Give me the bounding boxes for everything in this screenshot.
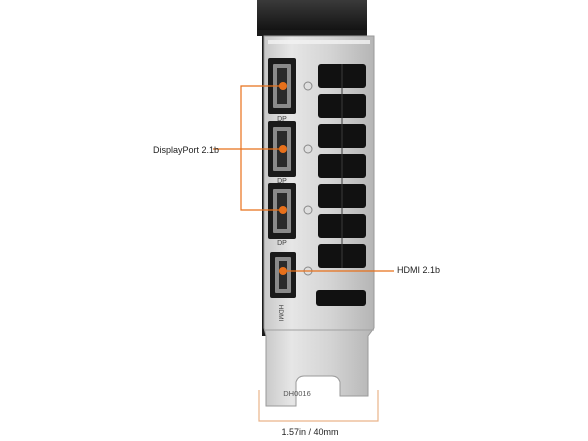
vent-slot [316,290,366,306]
dimension-bracket [258,390,379,422]
dp-mark: DP [277,240,287,247]
dimension-label: 1.57in / 40mm [281,427,339,437]
hdmi-callout-label: HDMI 2.1b [397,265,441,275]
displayport-callout-lines [213,85,283,211]
dp-mark: DP [277,178,287,185]
displayport-callout-label: DisplayPort 2.1b [153,145,220,155]
vent-slots [316,64,366,306]
bracket-code: DH0016 [283,389,311,398]
hdmi-mark: HDMI [277,305,284,322]
dp-mark: DP [277,116,287,123]
